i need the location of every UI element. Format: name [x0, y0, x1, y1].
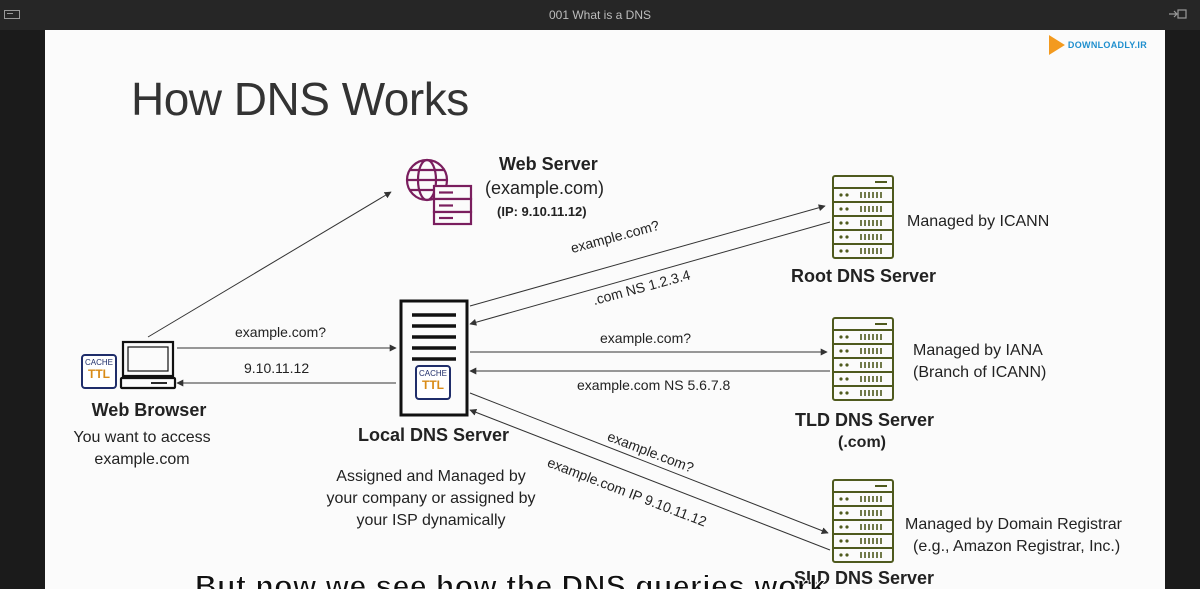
laptop-icon [119, 340, 177, 390]
tld-server-note-2: (Branch of ICANN) [913, 364, 1047, 381]
root-server-note: Managed by ICANN [907, 213, 1050, 230]
window-titlebar: 001 What is a DNS [0, 0, 1200, 30]
local-server-desc-1: Assigned and Managed by [336, 468, 526, 485]
tld-server-sub: (.com) [838, 434, 886, 451]
sld-server-name: SLD DNS Server [794, 568, 935, 588]
dns-diagram [119, 158, 894, 563]
sld-server-note-1: Managed by Domain Registrar [905, 516, 1122, 533]
browser-answer-label: 9.10.11.12 [244, 360, 310, 376]
browser-name: Web Browser [91, 400, 207, 420]
ttl-label: TTL [88, 367, 110, 381]
tld-server-note-1: Managed by IANA [913, 342, 1043, 359]
web-server-domain: (example.com) [485, 178, 605, 198]
local-cache-badge: CACHE TTL [415, 365, 451, 400]
video-subtitle: But now we see how the DNS queries work [194, 570, 827, 589]
arrow-sld-query [469, 392, 829, 534]
browser-desc-2: example.com [94, 451, 190, 468]
local-server-desc-2: your company or assigned by [326, 490, 536, 507]
local-dns-server-icon [399, 299, 469, 417]
sld-server-icon [832, 479, 894, 563]
arrow-root-answer [469, 221, 831, 326]
web-server-name: Web Server [499, 154, 598, 174]
logo-text: DOWNLOADLY.IR [1067, 40, 1147, 50]
root-server-name: Root DNS Server [791, 266, 937, 286]
browser-desc-1: You want to access [73, 429, 211, 446]
arrow-sld-answer [469, 409, 831, 551]
browser-cache-badge: CACHE TTL [81, 354, 117, 389]
cache-label: CACHE [418, 369, 447, 378]
slide: DOWNLOADLY.IR How DNS Works [45, 30, 1165, 589]
arrow-root-query [469, 204, 826, 307]
picture-in-picture-icon[interactable] [1166, 6, 1188, 22]
sld-server-note-2: (e.g., Amazon Registrar, Inc.) [913, 538, 1121, 555]
window-title: 001 What is a DNS [548, 8, 652, 22]
cache-label: CACHE [84, 358, 113, 367]
tld-server-name: TLD DNS Server [795, 410, 935, 430]
browser-query-label: example.com? [235, 324, 327, 340]
local-server-name: Local DNS Server [358, 425, 510, 445]
ttl-label: TTL [422, 378, 444, 392]
web-server-icon [405, 158, 473, 226]
arrow-browser-to-webserver [147, 191, 392, 338]
web-server-ip: (IP: 9.10.11.12) [497, 204, 587, 219]
logo: DOWNLOADLY.IR [1048, 34, 1147, 56]
tld-query-label: example.com? [600, 330, 692, 346]
slide-title: How DNS Works [131, 73, 469, 125]
window-menu-icon[interactable] [4, 10, 20, 19]
tld-server-icon [832, 317, 894, 401]
root-server-icon [832, 175, 894, 259]
tld-answer-label: example.com NS 5.6.7.8 [577, 377, 731, 393]
local-server-desc-3: your ISP dynamically [356, 512, 506, 529]
